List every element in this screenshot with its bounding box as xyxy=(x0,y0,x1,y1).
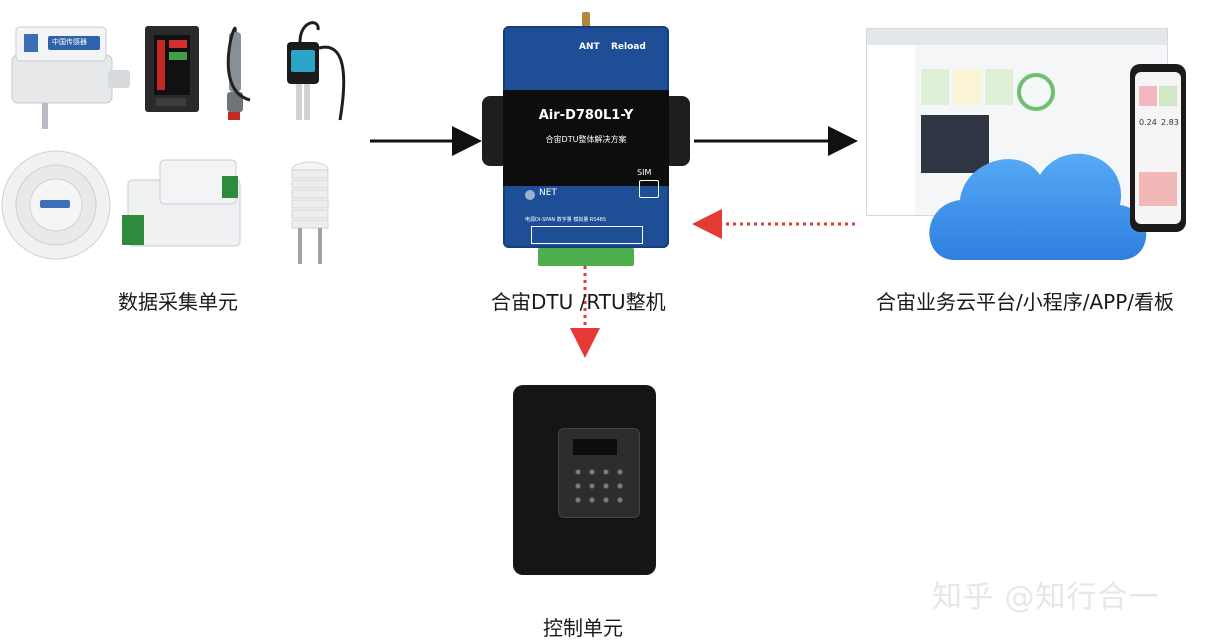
dashboard-sidebar xyxy=(867,45,915,215)
dashboard-card-green-2 xyxy=(985,69,1013,105)
vfd-control-panel xyxy=(558,428,640,518)
sensors-group xyxy=(1,21,346,264)
label-dtu: 合宙DTU /RTU整机 xyxy=(491,290,666,314)
watermark: 知乎 @知行合一 xyxy=(932,580,1160,615)
sim-slot-icon xyxy=(639,180,659,198)
dtu-model-name: Air-D780L1-Y xyxy=(538,108,634,123)
terminal-block xyxy=(538,248,634,266)
dtu-port-strip xyxy=(531,226,643,244)
phone-value-b: 2.83 xyxy=(1161,118,1179,127)
phone-value-a: 0.24 xyxy=(1139,118,1157,127)
dtu-label-band xyxy=(503,90,669,186)
dashboard-dark-card xyxy=(921,115,989,173)
phone-tile-green xyxy=(1159,86,1177,106)
dtu-reload-label: Reload xyxy=(611,42,646,52)
dtu-ports-label: 电源DI-SPAN 数字量 模拟量 RS485 xyxy=(525,217,607,223)
antenna-icon xyxy=(582,12,590,28)
smoke-detector xyxy=(1,150,111,260)
temperature-humidity-sensor xyxy=(11,26,130,129)
label-cloud-platform: 合宙业务云平台/小程序/APP/看板 xyxy=(876,290,1175,314)
dtu-device: ANT Reload Air-D780L1-Y 合宙DTU整体解决方案 NET … xyxy=(503,26,669,248)
label-collection-unit: 数据采集单元 xyxy=(118,290,238,314)
dtu-sim-label: SIM xyxy=(637,168,652,177)
net-led-icon xyxy=(525,190,535,200)
probe-sensor xyxy=(226,26,251,120)
phone-screen: 0.24 2.83 xyxy=(1135,72,1181,224)
water-probe-sensor xyxy=(287,21,346,121)
dtu-subtitle: 合宙DTU整体解决方案 xyxy=(545,135,627,144)
dtu-ant-label: ANT xyxy=(579,42,600,52)
phone-chart xyxy=(1139,172,1177,206)
rail-module xyxy=(122,159,241,247)
dashboard-browser-bar xyxy=(867,29,1167,45)
cloud-icon xyxy=(929,153,1147,260)
dashboard-card-green xyxy=(921,69,949,105)
sensor-badge-text: 中国传感器 xyxy=(52,38,87,46)
vfd-keypad xyxy=(571,465,627,505)
dashboard-card-yellow xyxy=(953,69,981,105)
phone-tile-red xyxy=(1139,86,1157,106)
louvered-weather-sensor xyxy=(291,161,329,264)
dashboard-gauge xyxy=(1017,73,1055,111)
panel-meter xyxy=(145,26,199,112)
label-control-unit: 控制单元 xyxy=(543,616,623,640)
vfd-display xyxy=(573,439,617,455)
dtu-net-label: NET xyxy=(539,188,557,198)
